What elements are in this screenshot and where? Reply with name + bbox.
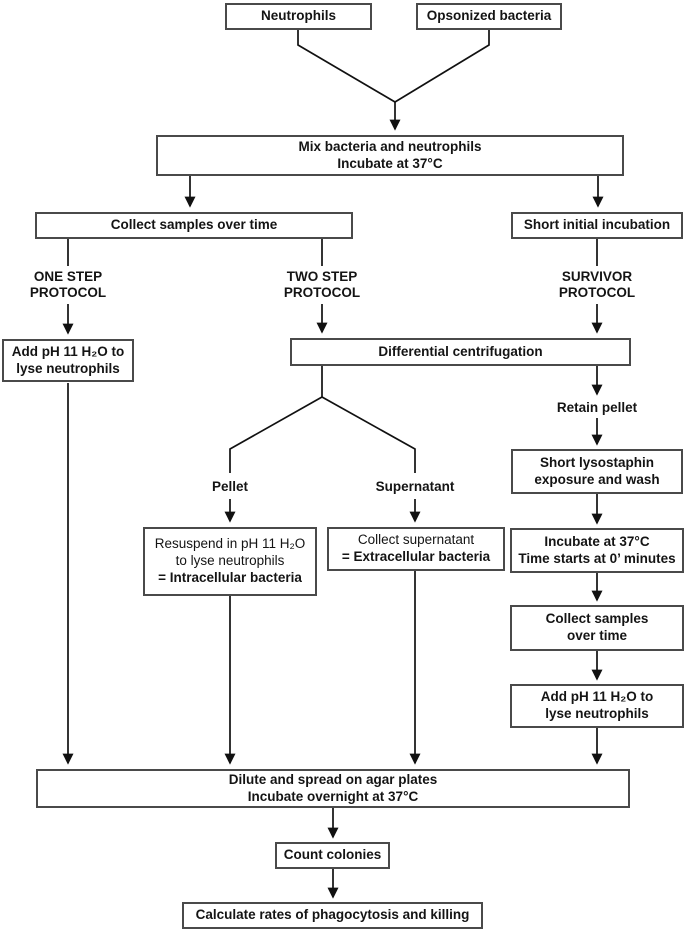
edge-split-to-supernatant <box>321 396 416 473</box>
label-supernatant: Supernatant <box>365 478 465 495</box>
node-opsonized-bacteria: Opsonized bacteria <box>416 3 562 30</box>
node-label: Collect samples over time <box>110 217 278 233</box>
label-retain-pellet: Retain pellet <box>547 399 647 416</box>
node-dilute-spread: Dilute and spread on agar plates Incubat… <box>36 769 630 808</box>
node-short-lysostaphin: Short lysostaphin exposure and wash <box>511 449 683 494</box>
node-label-line1: Mix bacteria and neutrophils <box>298 138 482 154</box>
node-label-line3: = Intracellular bacteria <box>158 569 302 585</box>
edge-split-to-pellet <box>229 396 323 473</box>
node-add-ph-right: Add pH 11 H₂O to lyse neutrophils <box>510 684 684 728</box>
node-label-line1: Collect supernatant <box>357 532 475 548</box>
node-collect-samples-right: Collect samples over time <box>510 605 684 651</box>
label-two-step-protocol: TWO STEP PROTOCOL <box>272 268 372 302</box>
node-label-line2: Incubate overnight at 37°C <box>247 788 419 804</box>
node-label: Neutrophils <box>260 8 336 24</box>
node-label-line2: Time starts at 0’ minutes <box>518 550 676 566</box>
label-one-step-protocol: ONE STEP PROTOCOL <box>18 268 118 302</box>
node-add-ph-left: Add pH 11 H₂O to lyse neutrophils <box>2 339 134 382</box>
node-label-line2: to lyse neutrophils <box>175 553 285 569</box>
node-label-line1: Add pH 11 H₂O to <box>11 343 125 359</box>
node-label-line1: Collect samples <box>545 611 649 627</box>
edge-opsonized-merge <box>394 30 490 103</box>
node-label-line1: Incubate at 37°C <box>544 533 650 549</box>
node-label-line2: lyse neutrophils <box>545 706 649 721</box>
node-calculate-rates: Calculate rates of phagocytosis and kill… <box>182 902 483 929</box>
node-label-line2: over time <box>566 628 628 643</box>
label-line1: TWO STEP <box>286 269 358 285</box>
label-survivor-protocol: SURVIVOR PROTOCOL <box>547 268 647 302</box>
node-label: Calculate rates of phagocytosis and kill… <box>195 907 470 923</box>
node-collect-supernatant: Collect supernatant = Extracellular bact… <box>327 527 505 571</box>
node-label: Count colonies <box>283 847 382 863</box>
label-line1: ONE STEP <box>33 269 103 285</box>
node-label-line1: Resuspend in pH 11 H₂O <box>154 536 306 552</box>
label-line2: PROTOCOL <box>558 285 636 300</box>
node-neutrophils: Neutrophils <box>225 3 372 30</box>
label-line: Retain pellet <box>556 399 638 415</box>
node-label: Short initial incubation <box>523 217 671 233</box>
node-incubate-time-zero: Incubate at 37°C Time starts at 0’ minut… <box>510 528 684 573</box>
node-mix-incubate: Mix bacteria and neutrophils Incubate at… <box>156 135 624 176</box>
label-line: Pellet <box>211 478 249 494</box>
node-collect-samples-left: Collect samples over time <box>35 212 353 239</box>
node-label-line2: = Extracellular bacteria <box>341 549 491 564</box>
label-line: Supernatant <box>375 478 455 494</box>
node-resuspend-pellet: Resuspend in pH 11 H₂O to lyse neutrophi… <box>143 527 317 596</box>
edge-neutrophils-merge <box>297 30 396 103</box>
label-line2: PROTOCOL <box>283 285 361 300</box>
node-label-line1: Short lysostaphin <box>539 454 654 470</box>
node-count-colonies: Count colonies <box>275 842 390 869</box>
node-label: Differential centrifugation <box>378 343 543 359</box>
label-pellet: Pellet <box>195 478 265 495</box>
node-differential-centrifugation: Differential centrifugation <box>290 338 631 366</box>
label-line1: SURVIVOR <box>561 269 633 285</box>
node-short-initial-incubation: Short initial incubation <box>511 212 683 239</box>
node-label: Opsonized bacteria <box>426 8 552 24</box>
node-label-line2: lyse neutrophils <box>16 360 120 376</box>
label-line2: PROTOCOL <box>29 285 107 300</box>
node-label-line2: exposure and wash <box>534 471 660 487</box>
node-label-line2: Incubate at 37°C <box>337 155 443 171</box>
node-label-line1: Dilute and spread on agar plates <box>228 771 438 787</box>
node-label-line1: Add pH 11 H₂O to <box>540 689 654 705</box>
